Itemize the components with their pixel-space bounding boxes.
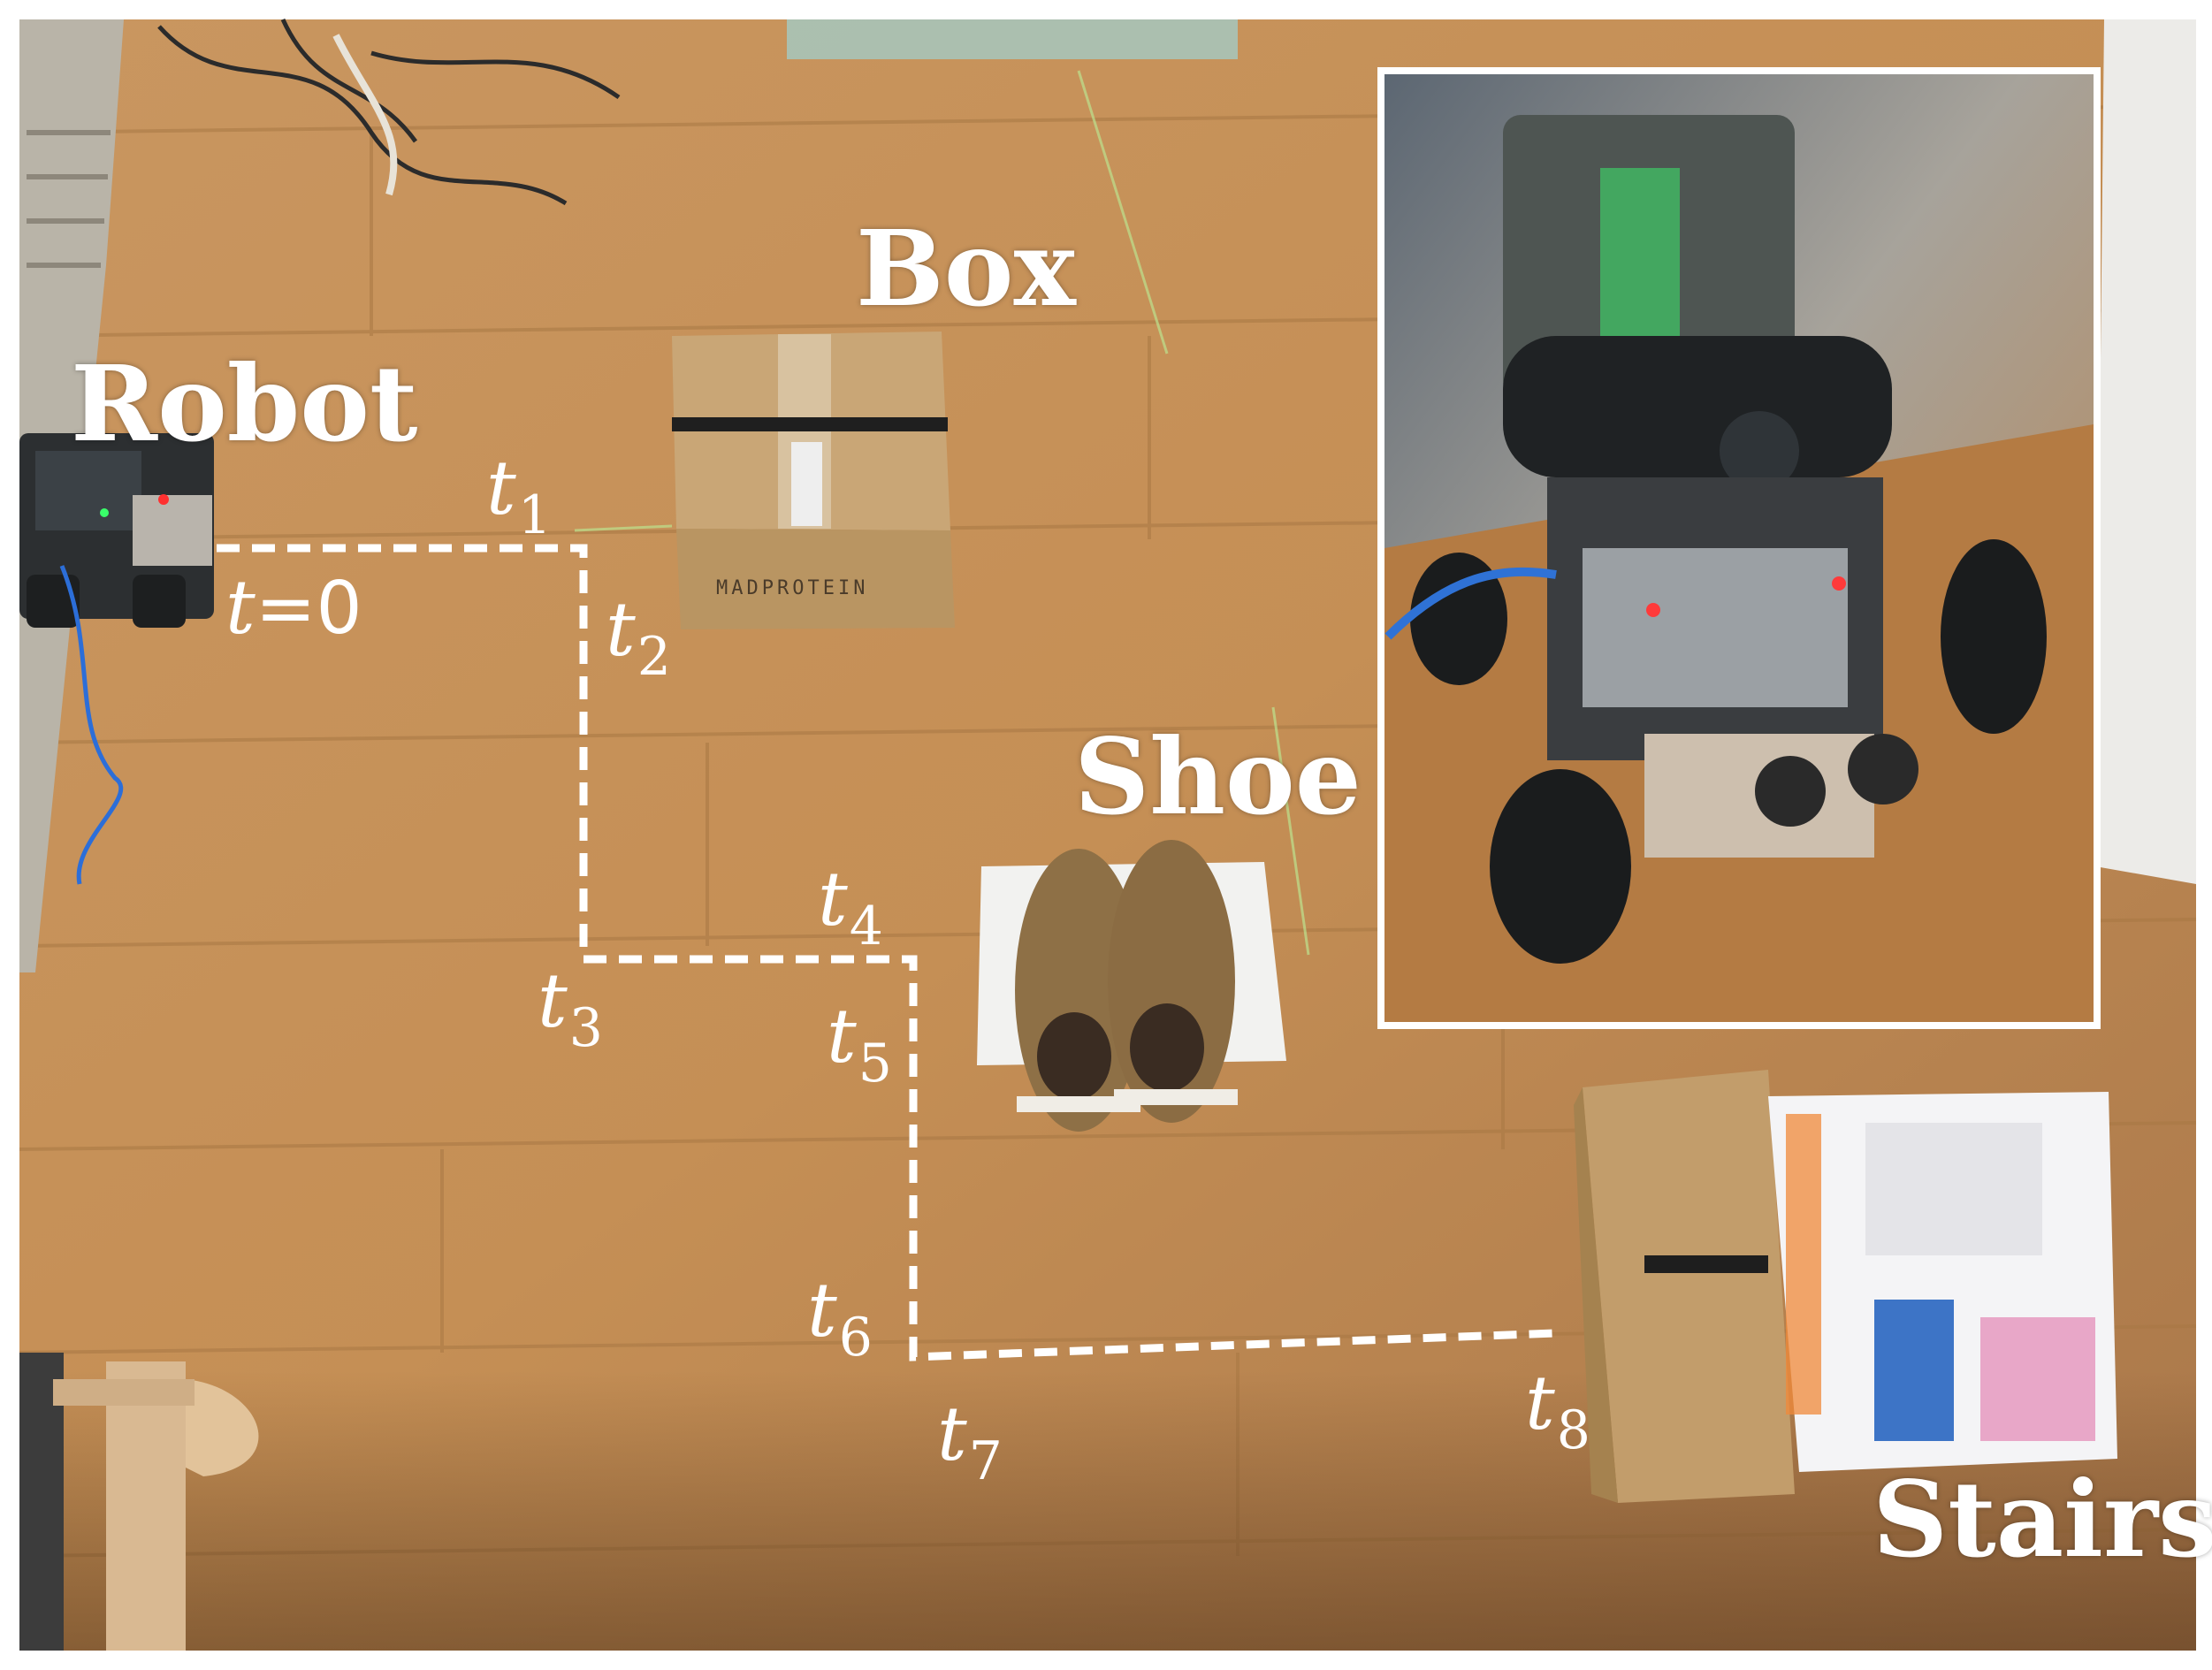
box-print: MADPROTEIN [716,577,868,599]
label-robot: Robot [71,342,418,465]
robot-topdown [19,433,214,885]
label-box: Box [856,207,1076,330]
label-stairs: Stairs [1873,1458,2212,1581]
label-shoe: Shoe [1074,715,1362,838]
time-label-t6: t6 [807,1267,873,1369]
time-label-t5: t5 [827,993,892,1094]
time-label-t2: t2 [606,586,671,688]
box-object [672,332,955,629]
inset-robot-photo [1377,67,2101,1029]
robot-path [217,544,1557,1361]
time-label-t3: t3 [538,957,603,1059]
shoe-object [977,840,1286,1132]
time-label-t7: t7 [937,1391,1003,1492]
time-label-t1: t1 [486,445,552,546]
time-label-t0: t=0 [225,564,362,651]
cables [157,18,621,206]
time-label-t8: t8 [1525,1360,1590,1461]
glass-panel [787,19,1238,59]
stairs-object [1574,1070,2117,1503]
chair [19,1353,259,1651]
time-label-t4: t4 [818,856,883,957]
